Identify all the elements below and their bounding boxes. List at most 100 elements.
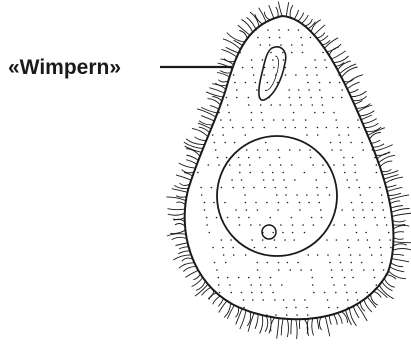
- surface-dot: [379, 239, 381, 241]
- surface-dot: [304, 299, 306, 301]
- surface-dot: [344, 224, 346, 226]
- surface-dot: [337, 127, 339, 129]
- surface-dot: [217, 157, 219, 159]
- surface-dot: [301, 104, 303, 106]
- surface-dot: [239, 224, 241, 226]
- surface-dot: [295, 307, 297, 309]
- surface-dot: [299, 97, 301, 99]
- surface-dot: [293, 239, 295, 241]
- surface-dot: [290, 269, 292, 271]
- surface-dot: [232, 247, 234, 249]
- surface-dot: [248, 97, 250, 99]
- surface-dot: [371, 202, 373, 204]
- surface-dot: [214, 262, 216, 264]
- surface-dot: [306, 307, 308, 309]
- surface-dot: [275, 247, 277, 249]
- surface-dot: [366, 292, 368, 294]
- surface-dot: [242, 67, 244, 69]
- surface-dot: [253, 187, 255, 189]
- surface-dot: [257, 262, 259, 264]
- cilium: [187, 155, 199, 160]
- surface-dot: [291, 44, 293, 46]
- surface-dot: [313, 292, 315, 294]
- surface-dot: [302, 224, 304, 226]
- surface-dot: [280, 164, 282, 166]
- surface-dot: [269, 164, 271, 166]
- surface-dot: [250, 224, 252, 226]
- surface-dot: [372, 209, 374, 211]
- cilium: [186, 160, 197, 165]
- surface-dot: [280, 44, 282, 46]
- surface-dot: [329, 82, 331, 84]
- surface-dot: [280, 224, 282, 226]
- cilium: [342, 67, 358, 78]
- surface-dot: [269, 37, 271, 39]
- cilium: [174, 185, 188, 188]
- surface-dot: [197, 172, 199, 174]
- cilium: [210, 105, 219, 109]
- cilium: [173, 255, 191, 260]
- cilium: [290, 5, 293, 18]
- surface-dot: [218, 277, 220, 279]
- surface-dot: [297, 262, 299, 264]
- surface-dot: [201, 194, 203, 196]
- cilium: [170, 230, 185, 233]
- cilium: [179, 247, 189, 249]
- surface-dot: [267, 262, 269, 264]
- surface-dot: [338, 74, 340, 76]
- surface-dot: [304, 232, 306, 234]
- surface-dot: [340, 149, 342, 151]
- surface-dot: [252, 127, 254, 129]
- surface-dot: [288, 29, 290, 31]
- cilium: [209, 293, 217, 299]
- cilium: [226, 47, 239, 53]
- surface-dot: [315, 67, 317, 69]
- surface-dot: [312, 104, 314, 106]
- surface-dot: [308, 89, 310, 91]
- surface-dot: [272, 232, 274, 234]
- surface-dot: [319, 82, 321, 84]
- surface-dot: [347, 299, 349, 301]
- surface-dot: [272, 292, 274, 294]
- surface-dot: [278, 149, 280, 151]
- surface-dot: [278, 202, 280, 204]
- cilium: [374, 145, 393, 152]
- surface-dot: [360, 194, 362, 196]
- surface-dot: [326, 127, 328, 129]
- surface-dot: [341, 97, 343, 99]
- cilium: [363, 119, 377, 124]
- cilium: [394, 238, 404, 240]
- surface-dot: [260, 104, 262, 106]
- surface-dot: [363, 269, 365, 271]
- surface-dot: [317, 254, 319, 256]
- cilium: [195, 137, 207, 141]
- surface-dot: [270, 284, 272, 286]
- cilium: [294, 10, 299, 19]
- cilium: [212, 84, 226, 89]
- surface-dot: [293, 112, 295, 114]
- surface-dot: [204, 209, 206, 211]
- surface-dot: [313, 224, 315, 226]
- surface-dot: [321, 97, 323, 99]
- cilium: [392, 213, 411, 216]
- surface-dot: [314, 59, 316, 61]
- surface-dot: [272, 172, 274, 174]
- cilium: [347, 82, 360, 89]
- surface-dot: [254, 247, 256, 249]
- cilium: [390, 267, 405, 272]
- cilium: [183, 267, 196, 272]
- cilium: [371, 140, 380, 143]
- surface-dot: [336, 239, 338, 241]
- surface-dot: [347, 307, 349, 309]
- surface-dot: [231, 292, 233, 294]
- surface-dot: [274, 299, 276, 301]
- cilium: [277, 318, 279, 339]
- surface-dot: [344, 172, 346, 174]
- surface-dot: [245, 134, 247, 136]
- surface-dot: [266, 314, 268, 316]
- cilium: [291, 319, 292, 334]
- cilium: [174, 219, 185, 222]
- surface-dot: [302, 52, 304, 54]
- surface-dot: [310, 97, 312, 99]
- surface-dot: [329, 262, 331, 264]
